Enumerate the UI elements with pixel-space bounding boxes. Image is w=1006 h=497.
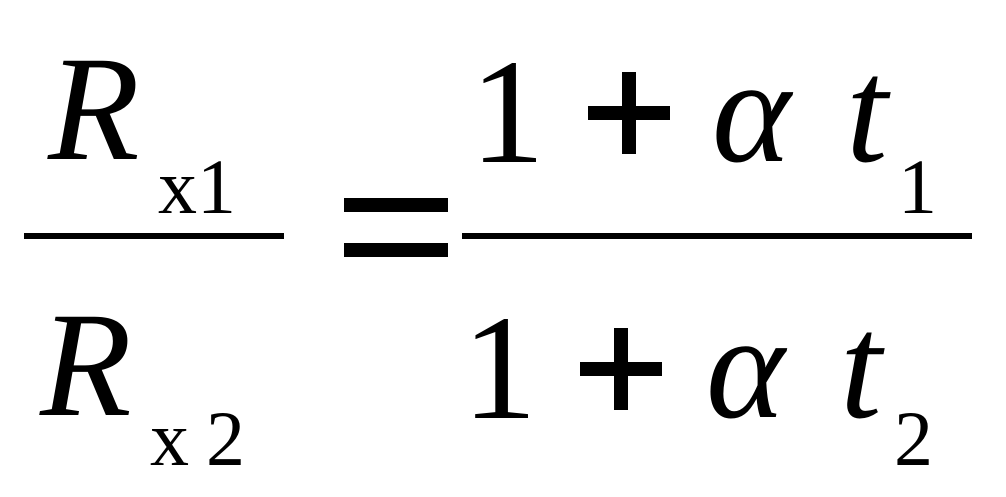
rhs-numerator-alpha: α bbox=[712, 28, 791, 194]
lhs-denominator-subscript-digit: 2 bbox=[206, 395, 245, 482]
rhs-numerator-t: t bbox=[846, 28, 888, 194]
lhs-numerator-variable: R bbox=[48, 26, 140, 192]
rhs-numerator-subscript: 1 bbox=[898, 143, 937, 230]
lhs-numerator-subscript: x1 bbox=[158, 143, 236, 230]
lhs-denominator-subscript-letter: x bbox=[150, 395, 189, 482]
rhs-denominator-subscript: 2 bbox=[894, 395, 933, 482]
rhs-denominator-one: 1 bbox=[462, 285, 537, 451]
rhs-fraction-bar bbox=[462, 233, 972, 239]
rhs-numerator-one: 1 bbox=[470, 29, 545, 195]
lhs-denominator-variable: R bbox=[40, 282, 132, 448]
lhs-fraction-bar bbox=[24, 233, 284, 239]
rhs-denominator-t: t bbox=[840, 284, 882, 450]
rhs-denominator-alpha: α bbox=[706, 284, 785, 450]
